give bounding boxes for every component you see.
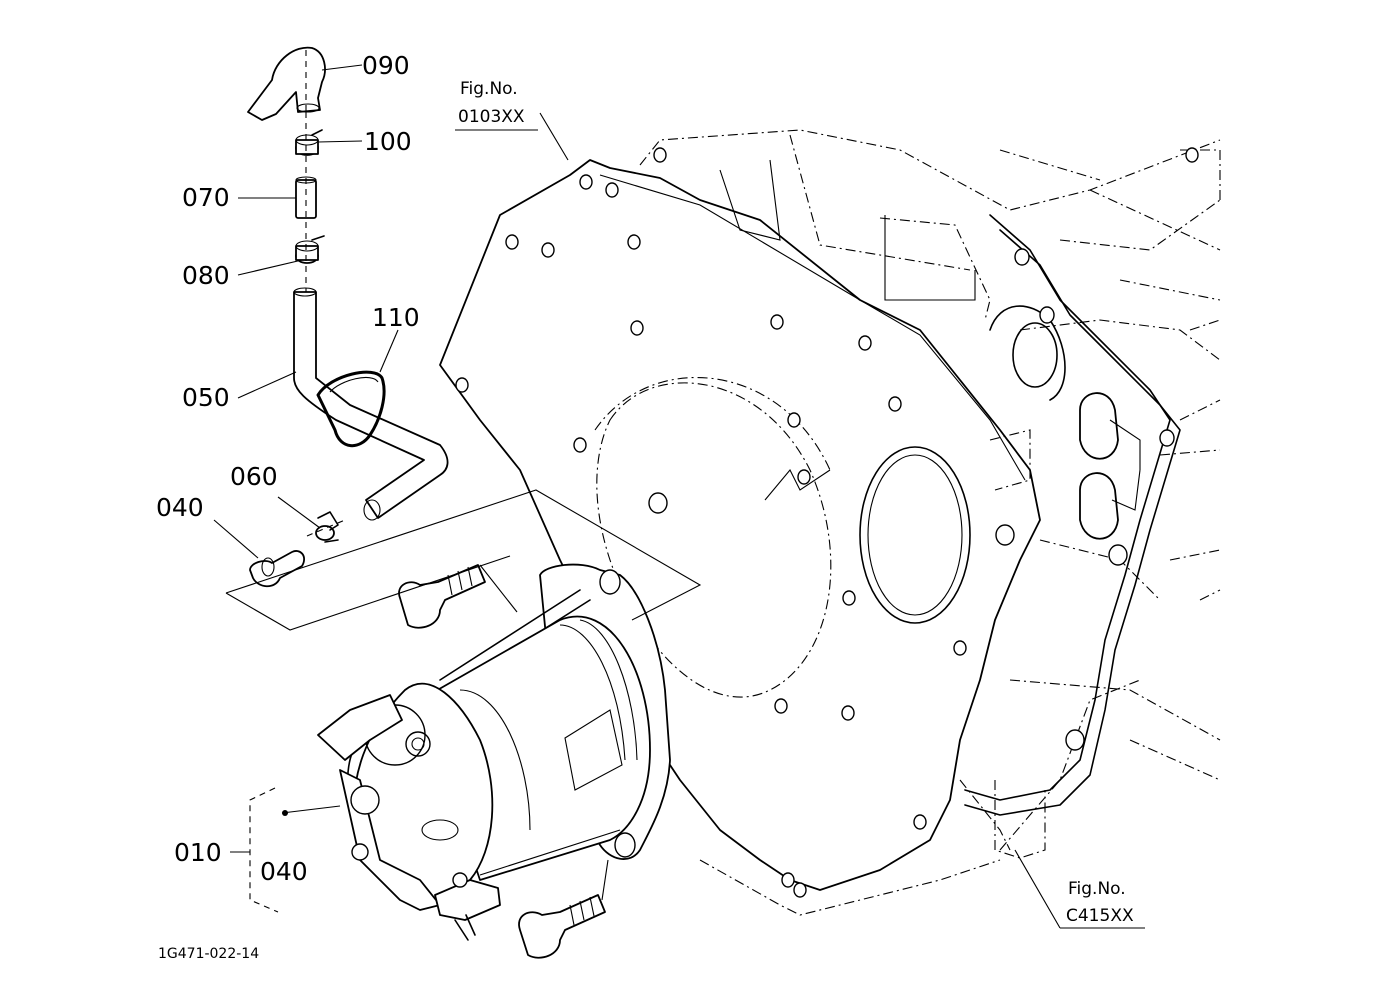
starter-bolt-upper [398,564,518,629]
fitting-040 [249,550,305,588]
hose-clamp-100 [295,129,323,156]
leader-lines [213,50,1145,929]
hose-050 [293,287,449,521]
fig-ref-title-top: Fig.No. [460,79,518,99]
cable-tie-110 [316,370,386,448]
hose-clamp-080 [295,235,325,264]
starter-motor [317,563,671,941]
hose-clamp-060 [315,511,339,543]
fig-ref-code-bottom: C415XX [1066,906,1134,926]
diagram-reference-code: 1G471-022-14 [158,946,259,962]
subassembly-frame [225,489,702,631]
part-label-010: 010 [174,838,222,867]
part-label-080: 080 [182,261,230,290]
part-label-040-fitting: 040 [156,493,204,522]
part-label-050: 050 [182,383,230,412]
elbow-hose-090 [247,46,326,121]
part-label-040-assembly: 040 [260,857,308,886]
part-label-110: 110 [372,303,420,332]
engine-block-outline [439,129,1221,916]
starter-bolt-lower [518,859,609,959]
part-label-100: 100 [364,127,412,156]
part-label-060: 060 [230,462,278,491]
part-bracket [230,787,279,913]
fig-ref-title-bottom: Fig.No. [1068,879,1126,899]
plate-bolt-holes [455,147,1199,898]
part-label-090: 090 [362,51,410,80]
fig-ref-code-top: 0103XX [458,107,525,127]
part-label-070: 070 [182,183,230,212]
